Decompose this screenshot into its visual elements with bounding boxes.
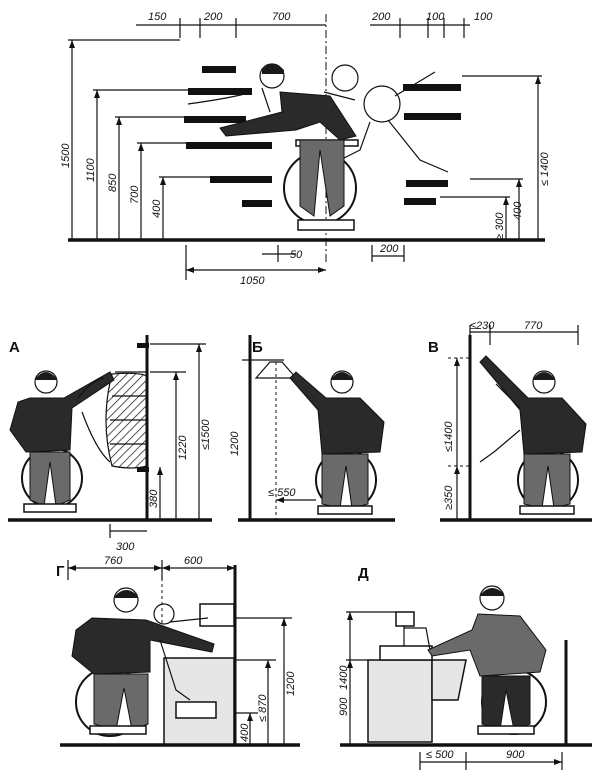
panel-v [440,325,592,522]
dim-b-le-550: ≤ 550 [268,487,296,499]
dim-d-1400: 1400 [338,665,350,690]
dim-ge-300: ≥ 300 [494,212,506,240]
top-reach-diagram [68,14,545,280]
dim-a-1220: 1220 [177,435,189,460]
dim-a-le-1500: ≤1500 [200,419,212,450]
dimension-labels: 150 200 700 200 100 100 1500 1100 850 70… [9,11,551,761]
dim-g-1200: 1200 [285,671,297,696]
dim-g-le-870: ≤ 870 [257,694,269,722]
dim-d-le-500: ≤ 500 [426,749,454,761]
panel-v-label: В [428,339,439,356]
dim-top-700: 700 [272,11,291,23]
dim-a-300: 300 [116,541,135,553]
panel-g-label: Г [56,563,65,580]
ghost-figure-icon [323,64,449,173]
dim-v-le-230: ≤230 [470,320,495,332]
dim-top-200: 200 [203,11,223,23]
dim-top-150: 150 [148,11,167,23]
dim-a-380: 380 [148,489,160,508]
dim-1100: 1100 [85,157,97,182]
panel-g [60,560,300,747]
dim-top-right-100b: 100 [474,11,493,23]
panel-a-label: А [9,339,20,356]
dim-le-1400: ≤ 1400 [539,152,551,186]
panel-d [340,585,592,770]
dim-g-600: 600 [184,555,203,567]
dim-1050: 1050 [240,275,265,287]
dim-d-900: 900 [338,697,350,716]
dim-top-right-100a: 100 [426,11,445,23]
dim-400: 400 [151,199,163,218]
dim-g-760: 760 [104,555,123,567]
dim-v-770: 770 [524,320,543,332]
panel-b-label: Б [252,339,263,356]
dim-v-le-1400: ≤1400 [443,421,455,452]
dim-700: 700 [129,185,141,204]
dim-g-400: 400 [239,723,251,742]
panel-a [8,335,212,538]
panel-b [238,335,395,522]
seated-wheelchair-user-icon [187,63,359,231]
dim-d-900-bottom: 900 [506,749,525,761]
dim-top-right-200: 200 [371,11,391,23]
dim-1500: 1500 [60,143,72,168]
dim-right-400: 400 [512,201,524,220]
panel-d-label: Д [358,565,369,582]
dim-v-ge-350: ≥350 [443,485,455,510]
dim-50: 50 [290,249,303,261]
dim-850: 850 [107,173,119,192]
dim-bottom-200: 200 [379,243,399,255]
dim-b-1200: 1200 [229,431,241,456]
